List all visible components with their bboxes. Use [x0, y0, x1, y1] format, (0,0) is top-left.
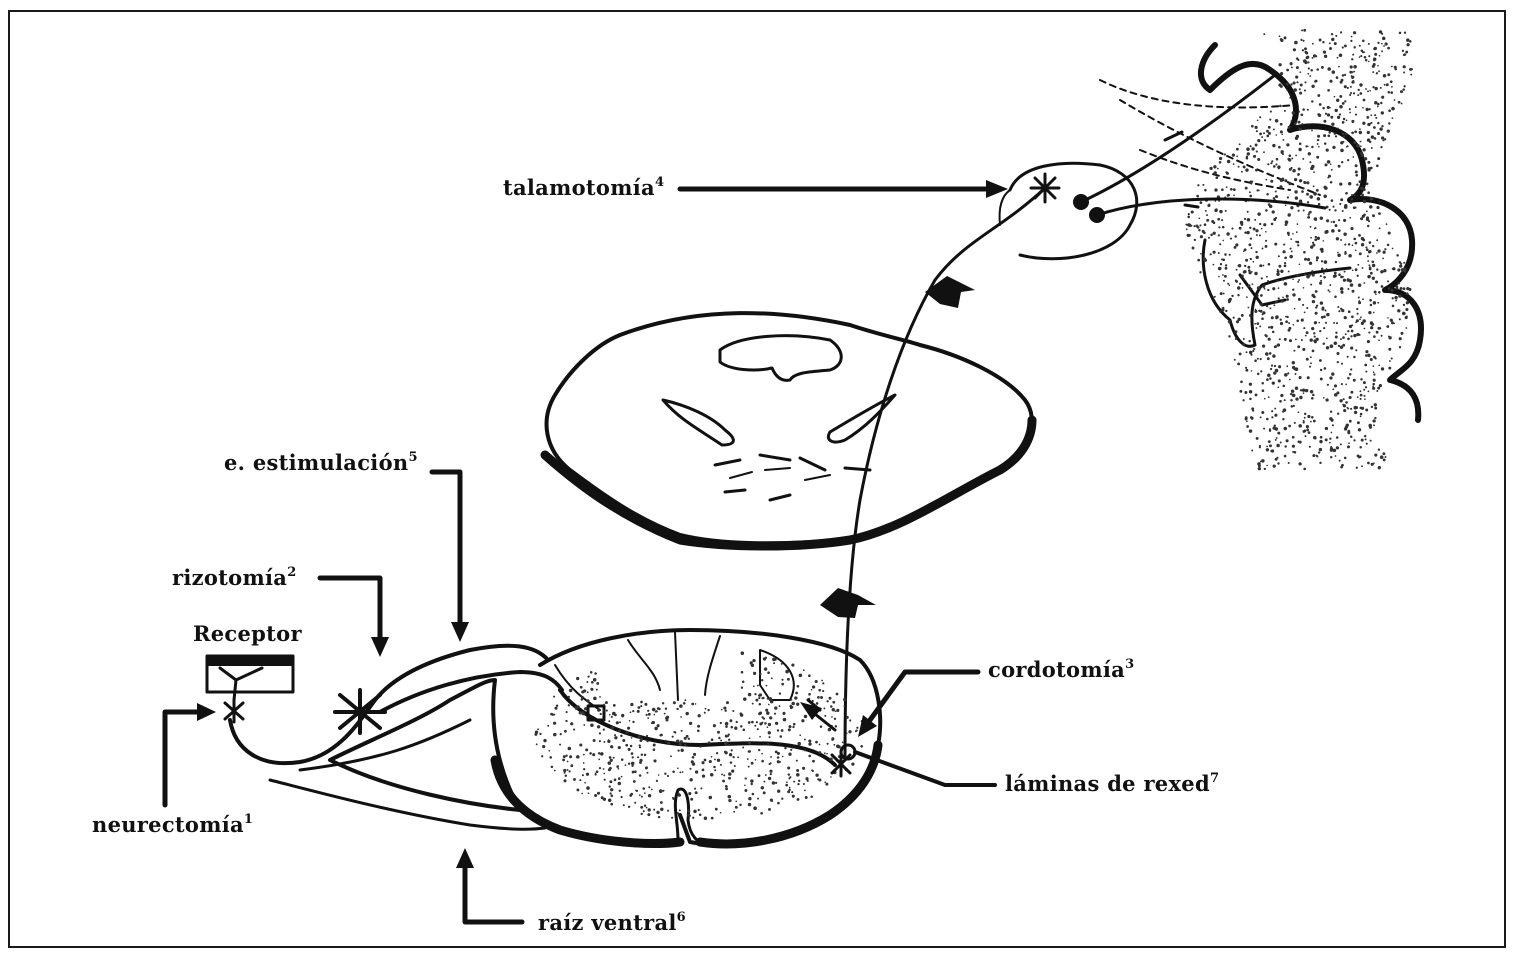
thalamus: [1000, 75, 1325, 259]
rizotomia-label: rizotomía2: [172, 565, 297, 590]
dorsal-root-ganglion: [335, 690, 385, 733]
cerebral-cortex: [1100, 29, 1421, 470]
talamotomia-label: talamotomía4: [503, 175, 664, 200]
laminas-rexed-label: láminas de rexed7: [1005, 771, 1219, 796]
brainstem-section: [545, 313, 1032, 546]
receptor-ending: [225, 700, 243, 722]
label-arrows: [165, 180, 1008, 922]
gray-matter-stipple: [534, 651, 864, 820]
raiz-ventral-label: raíz ventral6: [538, 910, 686, 935]
spinal-cord-section: [495, 630, 880, 845]
cortex-stipple: [1185, 29, 1413, 470]
estimulacion-label: e. estimulación5: [224, 450, 418, 475]
neurectomia-label: neurectomía1: [92, 812, 253, 837]
receptor-label: Receptor: [193, 621, 302, 646]
cordotomia-label: cordotomía3: [988, 657, 1134, 682]
